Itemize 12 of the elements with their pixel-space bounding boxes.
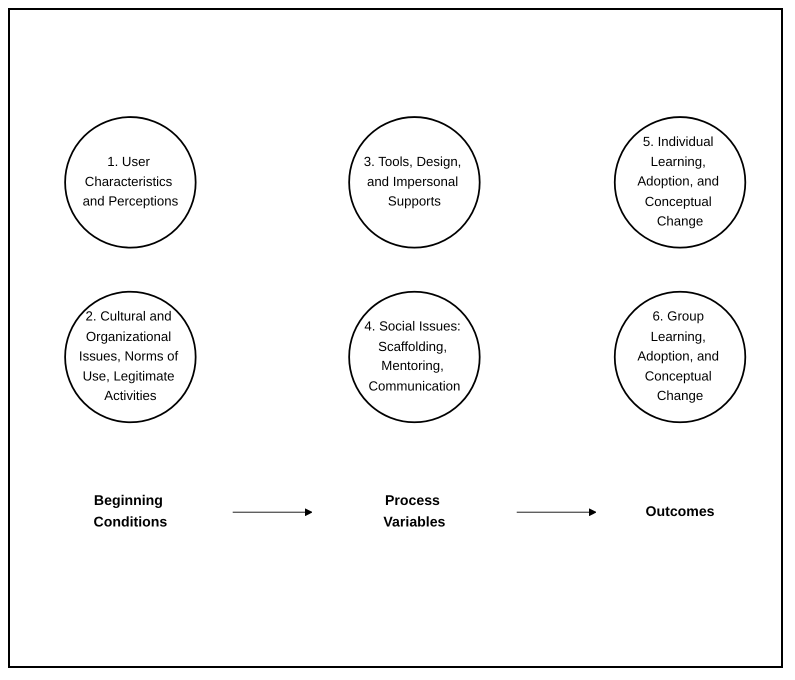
arrow xyxy=(232,508,312,517)
node-text: Outcomes xyxy=(645,504,714,520)
node-circle xyxy=(64,291,196,424)
diagram-frame: 1. User Characteristics and Perceptions 3. Tools, Design, and Impersonal Supports 5. Individual Learning, Adoption, and Conceptual Change 2. Cultural and Organizational Issues, Norms of Use, Legitimate Activities 4. Social Issues: Scaffolding, Mentoring, Communication 6. Group Learning, Adoption, and Conceptual Change Beginning Conditions Process Variables Outcomes xyxy=(8,8,783,668)
node-text: Process Variables xyxy=(382,494,445,530)
node-circle xyxy=(348,116,480,249)
node-circle xyxy=(613,291,746,424)
arrow xyxy=(516,508,596,517)
node-circle xyxy=(613,116,746,249)
node-circle xyxy=(348,291,480,424)
node-circle xyxy=(64,116,196,249)
node-text: Beginning Conditions xyxy=(93,494,167,530)
